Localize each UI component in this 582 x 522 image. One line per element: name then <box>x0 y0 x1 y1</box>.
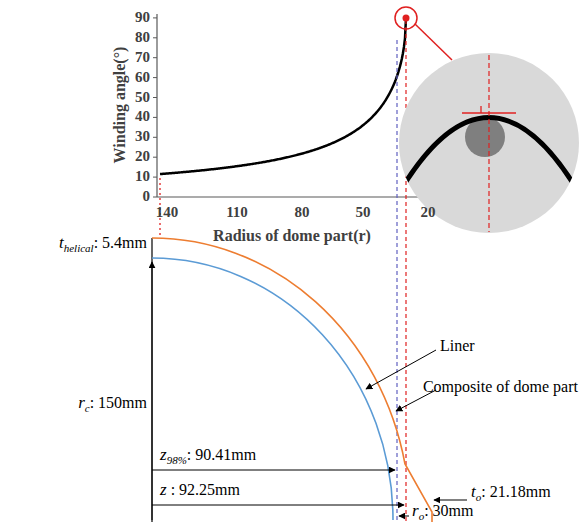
axis-tick-label: 20 <box>421 204 436 221</box>
y-axis <box>156 14 157 197</box>
label-text: 70 <box>135 49 150 66</box>
tick-mark <box>153 177 157 178</box>
axis-tick-label: 10 <box>135 168 150 185</box>
label-text: 40 <box>135 109 150 126</box>
label-text: r <box>78 393 85 413</box>
label-text: Liner <box>440 337 475 355</box>
subscript-text: helical <box>64 242 94 255</box>
axis-tick-label: 30 <box>135 129 150 146</box>
label-text: : 21.18mm <box>481 483 550 501</box>
label-text: : 90.41mm <box>187 446 256 464</box>
label-text: z <box>160 445 167 465</box>
label-text: 30 <box>135 129 150 146</box>
subscript-text: 98% <box>167 454 187 467</box>
dimension-label: z: 92.25mm <box>160 480 240 500</box>
y-ticks <box>153 18 157 197</box>
center-line <box>488 55 489 232</box>
label-text: Radius of dome part(r) <box>213 227 371 245</box>
dimension-label: thelical: 5.4mm <box>59 233 147 253</box>
dimension-arrow <box>152 505 404 506</box>
axis-tick-label: 80 <box>295 204 310 221</box>
label-text: Winding angle(°) <box>111 47 129 164</box>
subscript-text: o <box>419 510 425 522</box>
label-text: 80 <box>135 29 150 46</box>
axis-tick-label: 50 <box>356 204 371 221</box>
label-text: 110 <box>226 204 248 221</box>
label-text: : 30mm <box>424 502 473 520</box>
dimension-arrow <box>399 516 409 517</box>
label-text: : 92.25mm <box>171 481 240 499</box>
tick-mark <box>153 197 157 198</box>
axis-tick-label: 110 <box>226 204 248 221</box>
highlight-circle <box>395 7 417 29</box>
zoom-inset <box>399 53 579 233</box>
label-text: 0 <box>143 188 151 205</box>
dimension-label: to: 21.18mm <box>471 482 551 502</box>
axis-title: Winding angle(°) <box>111 47 129 164</box>
label-text: : 5.4mm <box>94 234 147 252</box>
dimension-arrow <box>434 500 467 501</box>
axis-title: Radius of dome part(r) <box>213 227 371 245</box>
axis-tick-label: 50 <box>135 89 150 106</box>
pole-dot <box>403 15 410 22</box>
winding-angle-curve <box>160 18 406 174</box>
axis-tick-label: 40 <box>135 109 150 126</box>
label-text: 140 <box>156 204 179 221</box>
label-text: Composite of dome part <box>423 378 578 396</box>
zoom-leader <box>415 24 452 60</box>
label-text: t <box>471 482 476 502</box>
label-text: : 150mm <box>90 394 147 412</box>
tick-mark <box>153 117 157 118</box>
axis-tick-label: 70 <box>135 49 150 66</box>
tick-mark <box>153 57 157 58</box>
tick-mark <box>153 97 157 98</box>
label-text: 90 <box>135 9 150 26</box>
dimension-arrow <box>152 470 395 471</box>
dome-section <box>392 118 582 206</box>
tick-mark <box>153 77 157 78</box>
dimension-label: ro: 30mm <box>412 501 473 521</box>
axis-tick-label: 20 <box>135 149 150 166</box>
label-text: t <box>59 233 64 253</box>
tick-mark <box>153 137 157 138</box>
label-text: 20 <box>135 149 150 166</box>
guide-line <box>405 20 406 522</box>
part-label: Composite of dome part <box>423 378 578 396</box>
axis-tick-label: 0 <box>143 188 151 205</box>
axis-tick-label: 60 <box>135 69 150 86</box>
label-text: 50 <box>356 204 371 221</box>
subscript-text: o <box>476 491 482 504</box>
label-text: 10 <box>135 168 150 185</box>
label-text: 20 <box>421 204 436 221</box>
composite-profile <box>152 238 432 522</box>
label-text: r <box>412 501 419 521</box>
tick-mark <box>153 37 157 38</box>
label-text: 50 <box>135 89 150 106</box>
tick-mark <box>153 17 157 18</box>
dimension-label: z98%: 90.41mm <box>160 445 256 465</box>
axis-tick-label: 80 <box>135 29 150 46</box>
radius-arrow <box>152 262 153 520</box>
tick-mark <box>153 157 157 158</box>
label-text: z <box>160 480 167 500</box>
angle-tick <box>480 106 481 113</box>
tangent-line <box>462 112 516 113</box>
axis-tick-label: 140 <box>156 204 179 221</box>
guide-line <box>396 40 397 522</box>
symmetry-axis <box>151 238 152 522</box>
axis-tick-label: 90 <box>135 9 150 26</box>
part-label: Liner <box>440 337 475 355</box>
liner-profile <box>152 258 393 520</box>
label-text: 60 <box>135 69 150 86</box>
label-text: 80 <box>295 204 310 221</box>
subscript-text: c <box>85 402 90 415</box>
dimension-label: rc: 150mm <box>78 393 147 413</box>
